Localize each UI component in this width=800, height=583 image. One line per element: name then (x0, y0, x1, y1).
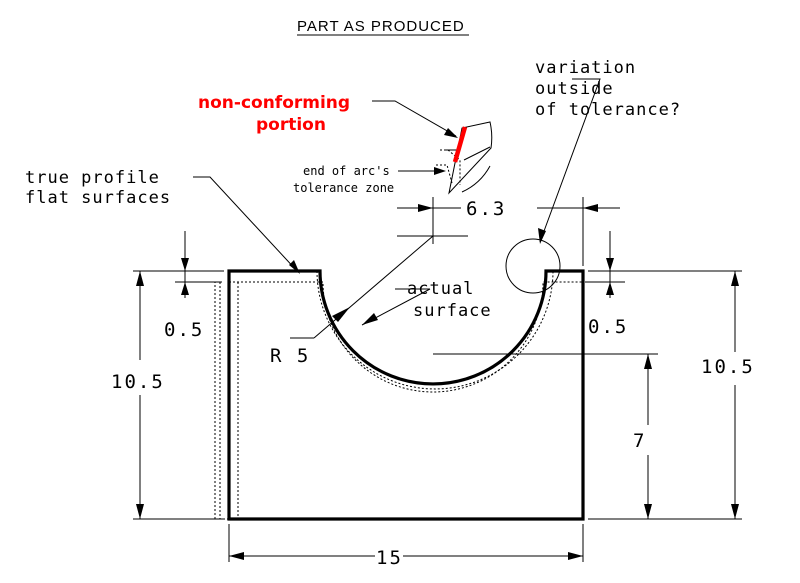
part-outline (227, 269, 585, 521)
non-conforming-label-1: non-conforming (198, 93, 350, 113)
arrow-63-right (583, 204, 598, 212)
non-conforming-highlight (452, 126, 468, 163)
dim-right-tolerance: 0.5 (588, 316, 628, 338)
arrow-7-top (644, 354, 652, 369)
true-profile-label-1: true profile (25, 168, 160, 188)
arrow-63-left (418, 204, 433, 212)
arrow-right-tol-top (606, 258, 614, 271)
variation-label-2: outside (535, 79, 614, 99)
dim-left-height: 10.5 (111, 371, 165, 393)
dim-left-tolerance: 0.5 (164, 319, 204, 341)
actual-label-1: actual (407, 279, 474, 299)
dim-arc-offset: 6.3 (466, 198, 506, 220)
non-conforming-leader (372, 100, 457, 137)
true-profile-label-2: flat surfaces (25, 188, 171, 208)
arrow-left-top (136, 271, 144, 286)
detail-tolerance-zone-2 (436, 164, 453, 184)
detail-outer-arc (461, 165, 491, 193)
variation-circle (505, 238, 561, 294)
true-profile-arrow (289, 260, 300, 274)
end-arc-label-2: tolerance zone (293, 181, 394, 195)
actual-label-2: surface (413, 301, 492, 321)
arrow-right-tol-bottom (606, 282, 614, 295)
detail-wedge-outline (448, 121, 493, 195)
dim-arc-bottom-height: 7 (633, 430, 646, 452)
true-profile-leader (193, 176, 299, 273)
variation-leader (539, 78, 601, 243)
non-conforming-arrow (444, 128, 458, 138)
arrow-width-right (568, 552, 583, 560)
variation-arrow (538, 228, 546, 244)
dim-radius: R 5 (270, 345, 310, 367)
arrow-left-tol-top (181, 258, 189, 271)
tolerance-zone-inner (229, 281, 583, 393)
tolerance-zone-outer (316, 270, 554, 390)
actual-surface-arrow (362, 313, 378, 325)
end-arc-arrow (434, 167, 446, 175)
arrow-left-tol-bottom (181, 282, 189, 295)
arrow-left-bottom (136, 504, 144, 519)
detail-arc-end (463, 146, 491, 161)
arrow-7-bottom (644, 504, 652, 519)
arrow-right-top (731, 271, 739, 286)
drawing-title: PART AS PRODUCED (297, 18, 465, 35)
arrow-right-bottom (731, 504, 739, 519)
dim-overall-width: 15 (376, 547, 403, 569)
arrow-width-left (229, 552, 244, 560)
radius-leader (313, 235, 434, 339)
variation-label-1: variation (535, 58, 636, 78)
end-arc-label-1: end of arc's (303, 164, 390, 178)
variation-label-3: of tolerance? (535, 100, 681, 120)
radius-arrow (332, 307, 350, 322)
detail-magnified-view (436, 121, 493, 195)
non-conforming-label-2: portion (256, 115, 326, 135)
dim-right-height: 10.5 (701, 356, 755, 378)
detail-tolerance-zone (440, 149, 461, 185)
